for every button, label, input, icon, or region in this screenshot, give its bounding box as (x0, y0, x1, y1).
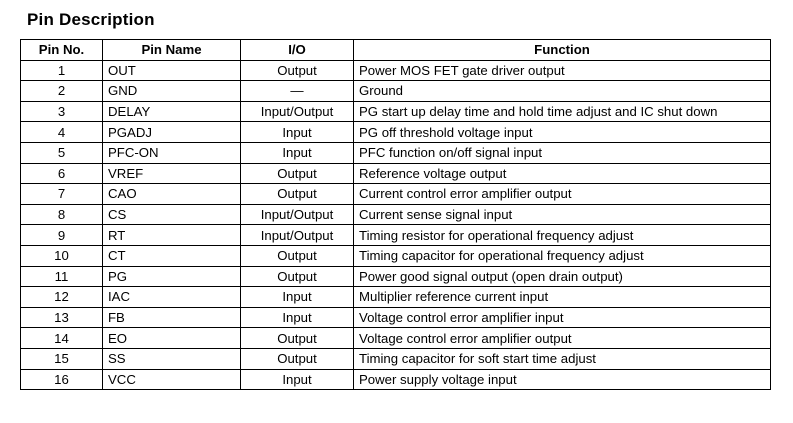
cell-pin-name: EO (102, 327, 241, 349)
header-io: I/O (240, 39, 354, 61)
cell-function: Voltage control error amplifier input (353, 306, 771, 329)
header-function: Function (353, 39, 771, 61)
cell-function: PG off threshold voltage input (353, 121, 771, 143)
cell-pin-no: 16 (20, 368, 103, 391)
cell-function: Power good signal output (open drain out… (353, 265, 771, 288)
cell-pin-name: FB (102, 306, 241, 329)
cell-io: Input (240, 141, 354, 164)
cell-pin-no: 11 (20, 265, 103, 288)
cell-io: Input/Output (240, 203, 354, 226)
cell-function: Timing capacitor for soft start time adj… (353, 347, 771, 370)
cell-io: Output (240, 347, 354, 370)
cell-pin-no: 2 (20, 80, 103, 102)
cell-pin-name: SS (102, 347, 241, 370)
header-pin-name: Pin Name (102, 39, 241, 61)
cell-pin-name: RT (102, 224, 241, 246)
cell-pin-no: 5 (20, 141, 103, 164)
cell-io: Input (240, 121, 354, 143)
cell-pin-no: 13 (20, 306, 103, 329)
cell-function: Multiplier reference current input (353, 286, 771, 308)
cell-pin-no: 1 (20, 59, 103, 82)
cell-function: Reference voltage output (353, 162, 771, 185)
cell-pin-name: CS (102, 203, 241, 226)
cell-io: Input (240, 368, 354, 391)
cell-pin-no: 12 (20, 286, 103, 308)
cell-io: Input (240, 286, 354, 308)
cell-pin-no: 6 (20, 162, 103, 185)
cell-io: Input (240, 306, 354, 329)
cell-pin-name: CAO (102, 183, 241, 205)
cell-pin-no: 10 (20, 244, 103, 267)
cell-pin-name: VREF (102, 162, 241, 185)
cell-function: PFC function on/off signal input (353, 141, 771, 164)
table-header-row: Pin No. Pin Name I/O Function (20, 39, 771, 61)
cell-function: Power MOS FET gate driver output (353, 59, 771, 82)
cell-io: Output (240, 244, 354, 267)
cell-function: Voltage control error amplifier output (353, 327, 771, 349)
cell-pin-no: 9 (20, 224, 103, 246)
cell-io: Output (240, 265, 354, 288)
cell-io: Output (240, 59, 354, 82)
cell-pin-no: 4 (20, 121, 103, 143)
cell-pin-name: PFC-ON (102, 141, 241, 164)
cell-pin-no: 8 (20, 203, 103, 226)
cell-pin-no: 14 (20, 327, 103, 349)
cell-pin-no: 15 (20, 347, 103, 370)
cell-io: Output (240, 162, 354, 185)
cell-pin-name: PG (102, 265, 241, 288)
cell-io: Output (240, 327, 354, 349)
cell-pin-name: IAC (102, 286, 241, 308)
cell-pin-name: OUT (102, 59, 241, 82)
cell-function: Current sense signal input (353, 203, 771, 226)
cell-function: Current control error amplifier output (353, 183, 771, 205)
cell-pin-name: PGADJ (102, 121, 241, 143)
cell-io: Input/Output (240, 100, 354, 123)
cell-function: Power supply voltage input (353, 368, 771, 391)
cell-io: — (240, 80, 354, 102)
cell-pin-name: VCC (102, 368, 241, 391)
cell-function: PG start up delay time and hold time adj… (353, 100, 771, 123)
cell-function: Timing capacitor for operational frequen… (353, 244, 771, 267)
cell-pin-name: GND (102, 80, 241, 102)
cell-pin-name: CT (102, 244, 241, 267)
page-title: Pin Description (27, 10, 155, 29)
cell-function: Timing resistor for operational frequenc… (353, 224, 771, 246)
cell-io: Input/Output (240, 224, 354, 246)
cell-pin-no: 7 (20, 183, 103, 205)
cell-function: Ground (353, 80, 771, 102)
cell-pin-no: 3 (20, 100, 103, 123)
cell-pin-name: DELAY (102, 100, 241, 123)
header-pin-no: Pin No. (20, 39, 103, 61)
cell-io: Output (240, 183, 354, 205)
